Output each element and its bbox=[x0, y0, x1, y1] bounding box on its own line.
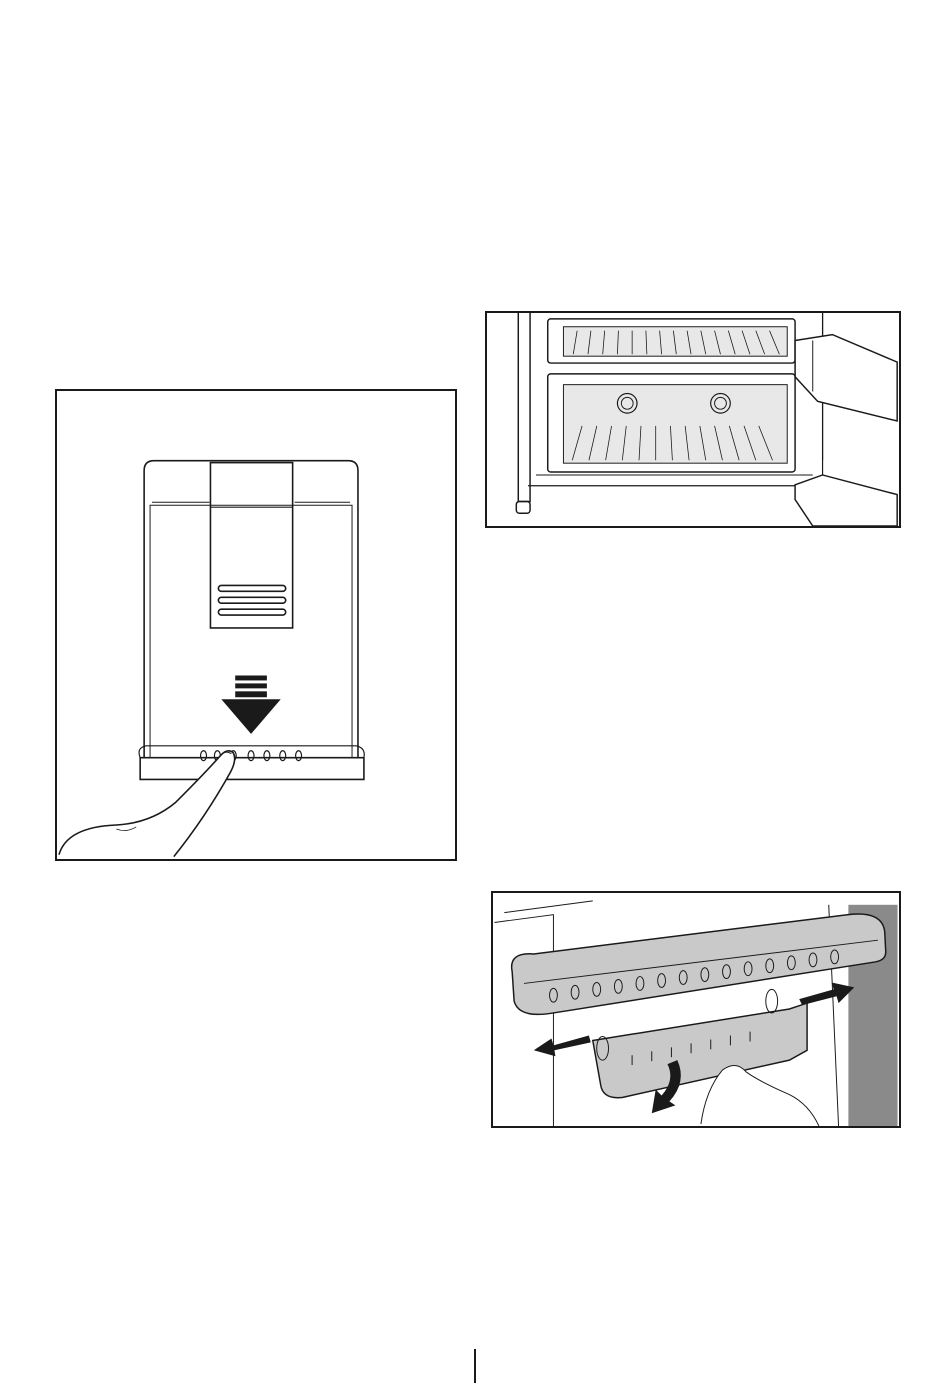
arrow-right-icon bbox=[799, 982, 854, 1005]
down-arrow-icon bbox=[221, 675, 280, 733]
shelf-bar bbox=[512, 914, 886, 1014]
dispenser-drawing bbox=[57, 391, 455, 859]
arrow-left-icon bbox=[534, 1036, 591, 1057]
page-number-divider bbox=[474, 1349, 476, 1383]
foot bbox=[516, 501, 530, 513]
door-bin bbox=[593, 1003, 807, 1098]
door-shelf-illustration bbox=[491, 891, 901, 1128]
freezer-drawers-illustration bbox=[485, 311, 901, 528]
door-bin-bottom bbox=[795, 475, 897, 526]
door-bin-top bbox=[795, 335, 897, 421]
shelf-drawing bbox=[493, 893, 899, 1126]
dispenser-tray-illustration bbox=[55, 389, 457, 861]
freezer-drawing bbox=[487, 313, 899, 526]
finger bbox=[59, 751, 235, 857]
